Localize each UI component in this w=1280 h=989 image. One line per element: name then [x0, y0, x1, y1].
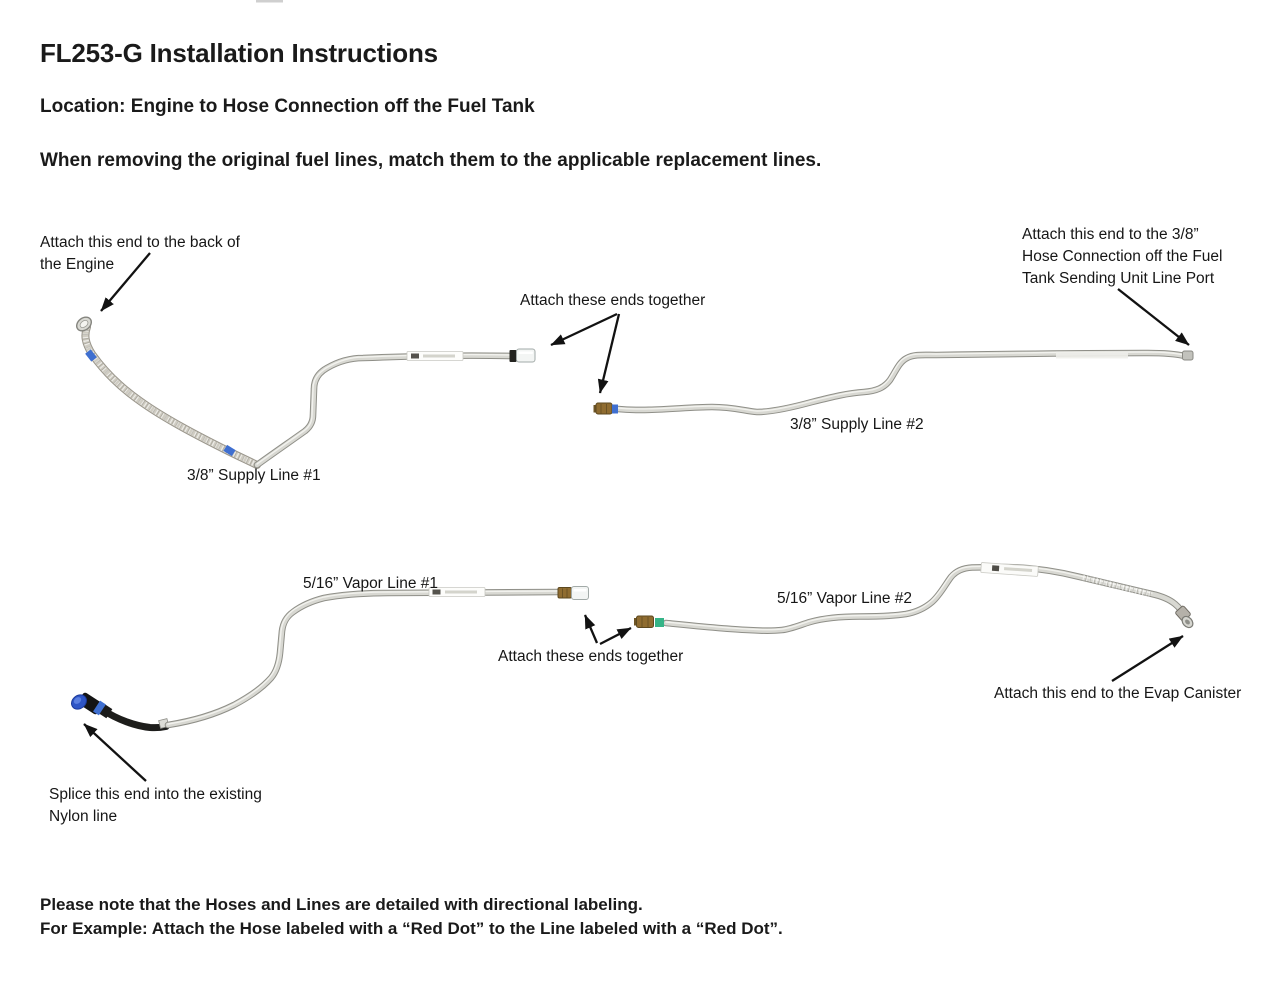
annotation-engine-line2: the Engine: [40, 256, 115, 273]
quick-connect-fitting: [509, 348, 536, 363]
annotation-engine-end: Attach this end to the back of the Engin…: [40, 232, 272, 276]
supply-line-1-photo: [75, 316, 536, 469]
label-vapor-line-1: 5/16” Vapor Line #1: [303, 575, 439, 592]
annotation-tank-port-line3: Tank Sending Unit Line Port: [1022, 270, 1215, 287]
annotation-splice-line1: Splice this end into the existing: [49, 786, 262, 803]
tube-end-nub: [1182, 350, 1194, 361]
crop-artifact: [256, 0, 283, 3]
engine-end-fitting: [75, 316, 93, 332]
annotation-splice-line2: Nylon line: [49, 808, 118, 825]
annotation-splice-end: Splice this end into the existing Nylon …: [49, 784, 294, 828]
directional-band-green: [655, 618, 664, 627]
arrow-tank-port-end: [1117, 288, 1190, 346]
flare-nut-fitting: [593, 402, 613, 415]
braided-hose-section: [81, 323, 261, 469]
supply-line-2-photo: [593, 349, 1194, 416]
braided-hose-section: [1082, 574, 1153, 598]
annotation-evap-end: Attach this end to the Evap Canister: [994, 685, 1242, 702]
splice-connector: [71, 692, 113, 719]
tube-label: [406, 351, 464, 361]
label-supply-line-2: 3/8” Supply Line #2: [790, 416, 924, 433]
arrow-engine-end: [100, 252, 151, 312]
arrow-attach-top-left: [550, 312, 618, 347]
label-vapor-line-2: 5/16” Vapor Line #2: [777, 590, 913, 607]
note-line-2: For Example: Attach the Hose labeled wit…: [40, 919, 783, 938]
annotation-arrows: [83, 252, 1190, 782]
directional-band-blue: [85, 349, 97, 362]
annotation-engine-line1: Attach this end to the back of: [40, 234, 240, 251]
label-supply-line-1: 3/8” Supply Line #1: [187, 467, 321, 484]
evap-end-fitting: [1175, 605, 1194, 629]
arrow-splice-end: [83, 723, 147, 782]
vapor-line-1-photo: [71, 586, 589, 732]
location-line: Location: Engine to Hose Connection off …: [40, 96, 535, 117]
vapor-line-2-photo: [634, 562, 1194, 635]
arrow-attach-bottom-left: [583, 614, 599, 644]
directional-band-blue: [223, 444, 236, 457]
annotation-tank-port: Attach this end to the 3/8” Hose Connect…: [1022, 224, 1237, 290]
annotation-tank-port-line1: Attach this end to the 3/8”: [1022, 226, 1199, 243]
tube-label: [428, 587, 486, 597]
flare-nut-fitting: [634, 615, 654, 628]
arrow-attach-top-right: [597, 313, 621, 394]
instruction-line: When removing the original fuel lines, m…: [40, 150, 822, 171]
annotation-attach-bottom: Attach these ends together: [498, 648, 684, 665]
annotation-tank-port-line2: Hose Connection off the Fuel: [1022, 248, 1223, 265]
tube-label: [1056, 351, 1128, 359]
note-line-1: Please note that the Hoses and Lines are…: [40, 895, 643, 914]
page-title: FL253-G Installation Instructions: [40, 38, 438, 68]
rubber-hose-section: [99, 706, 170, 732]
tube-label: [980, 562, 1039, 577]
arrow-attach-bottom-right: [599, 626, 632, 646]
directional-band-blue: [612, 404, 618, 414]
arrow-evap-end: [1111, 635, 1184, 682]
annotation-attach-top: Attach these ends together: [520, 292, 706, 309]
quick-connect-fitting: [557, 586, 589, 600]
